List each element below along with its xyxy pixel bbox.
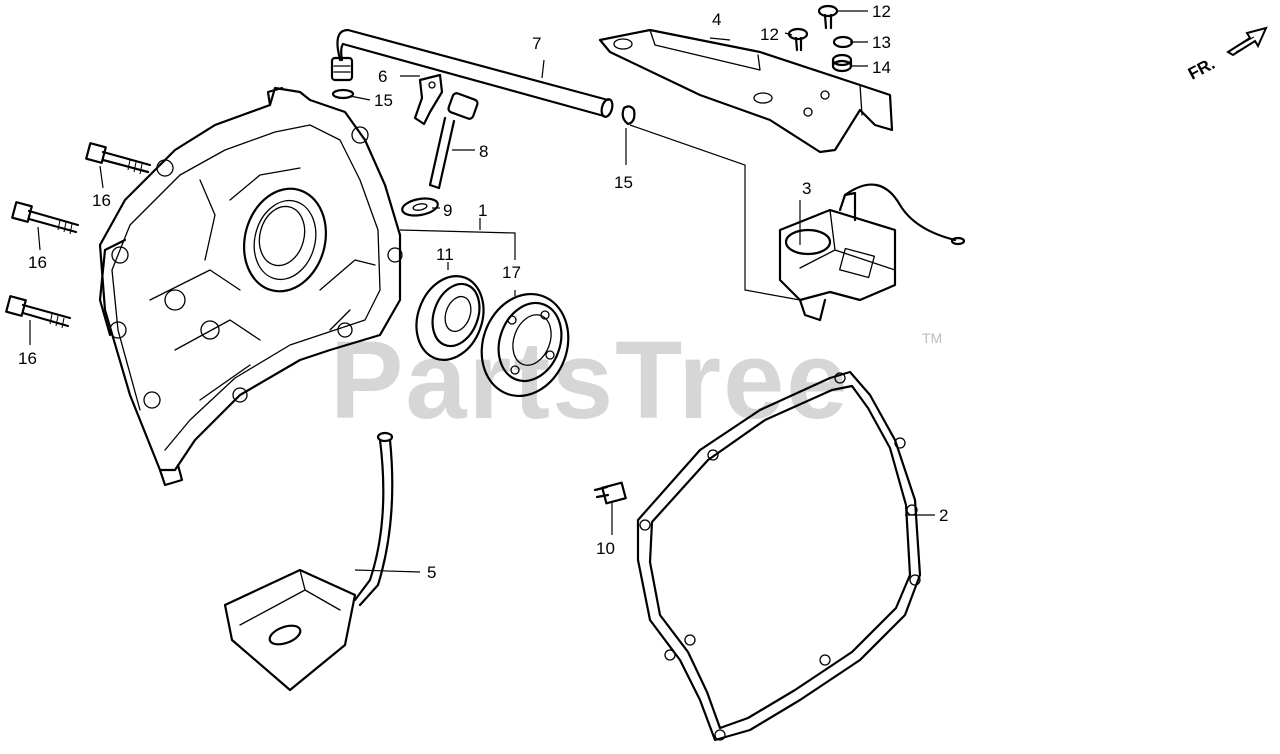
callout-12-top: 12 [872, 2, 891, 21]
callout-1: 1 [478, 201, 487, 220]
bracket-screw-1 [787, 27, 809, 52]
callout-11: 11 [436, 245, 454, 264]
callout-labels: 1 2 3 4 5 6 7 8 9 10 11 12 12 13 14 15 1… [18, 2, 948, 582]
gasket-bolt [593, 481, 627, 505]
callout-3: 3 [802, 179, 811, 198]
control-bracket [598, 28, 894, 154]
oil-dipstick [428, 92, 479, 190]
bracket-screw-2 [817, 4, 839, 30]
oil-alert-unit [778, 183, 966, 322]
callout-7: 7 [532, 34, 541, 53]
callout-6: 6 [378, 67, 387, 86]
lock-washer [832, 35, 854, 49]
callout-16-upper: 16 [92, 191, 111, 210]
callout-8: 8 [479, 142, 488, 161]
callout-10: 10 [596, 539, 615, 558]
callout-16-lower: 16 [18, 349, 37, 368]
leader-lines [29, 10, 935, 573]
front-direction-arrow-icon [1226, 26, 1268, 57]
tube-clamp [621, 105, 636, 126]
callout-2: 2 [939, 506, 948, 525]
callout-12-screw: 12 [760, 25, 779, 44]
front-direction-label: FR. [1185, 54, 1218, 84]
ball-bearing [480, 292, 570, 398]
callout-4: 4 [712, 10, 721, 29]
watermark-trademark: TM [922, 330, 942, 346]
watermark-text: PartsTree [330, 319, 849, 442]
callout-13: 13 [872, 33, 891, 52]
dipstick-o-ring [401, 197, 439, 217]
callout-16-middle: 16 [28, 253, 47, 272]
callout-17: 17 [502, 263, 521, 282]
flange-bolt-upper [85, 142, 152, 175]
callout-14: 14 [872, 58, 891, 77]
callout-15-clamp: 15 [614, 173, 633, 192]
callout-5: 5 [427, 563, 436, 582]
flange-bolt-lower [5, 295, 72, 329]
crankcase-gasket [636, 370, 922, 742]
hex-nut [831, 53, 853, 73]
breather-clip [413, 73, 444, 126]
breather-tube [336, 28, 614, 118]
callout-15-fitting: 15 [374, 91, 393, 110]
oil-sensor-bracket [223, 431, 394, 692]
breather-elbow-fitting [330, 56, 355, 100]
callout-9: 9 [443, 201, 452, 220]
crankcase-cover [98, 86, 403, 487]
flange-bolt-middle [11, 201, 80, 235]
oil-seal [415, 275, 485, 361]
